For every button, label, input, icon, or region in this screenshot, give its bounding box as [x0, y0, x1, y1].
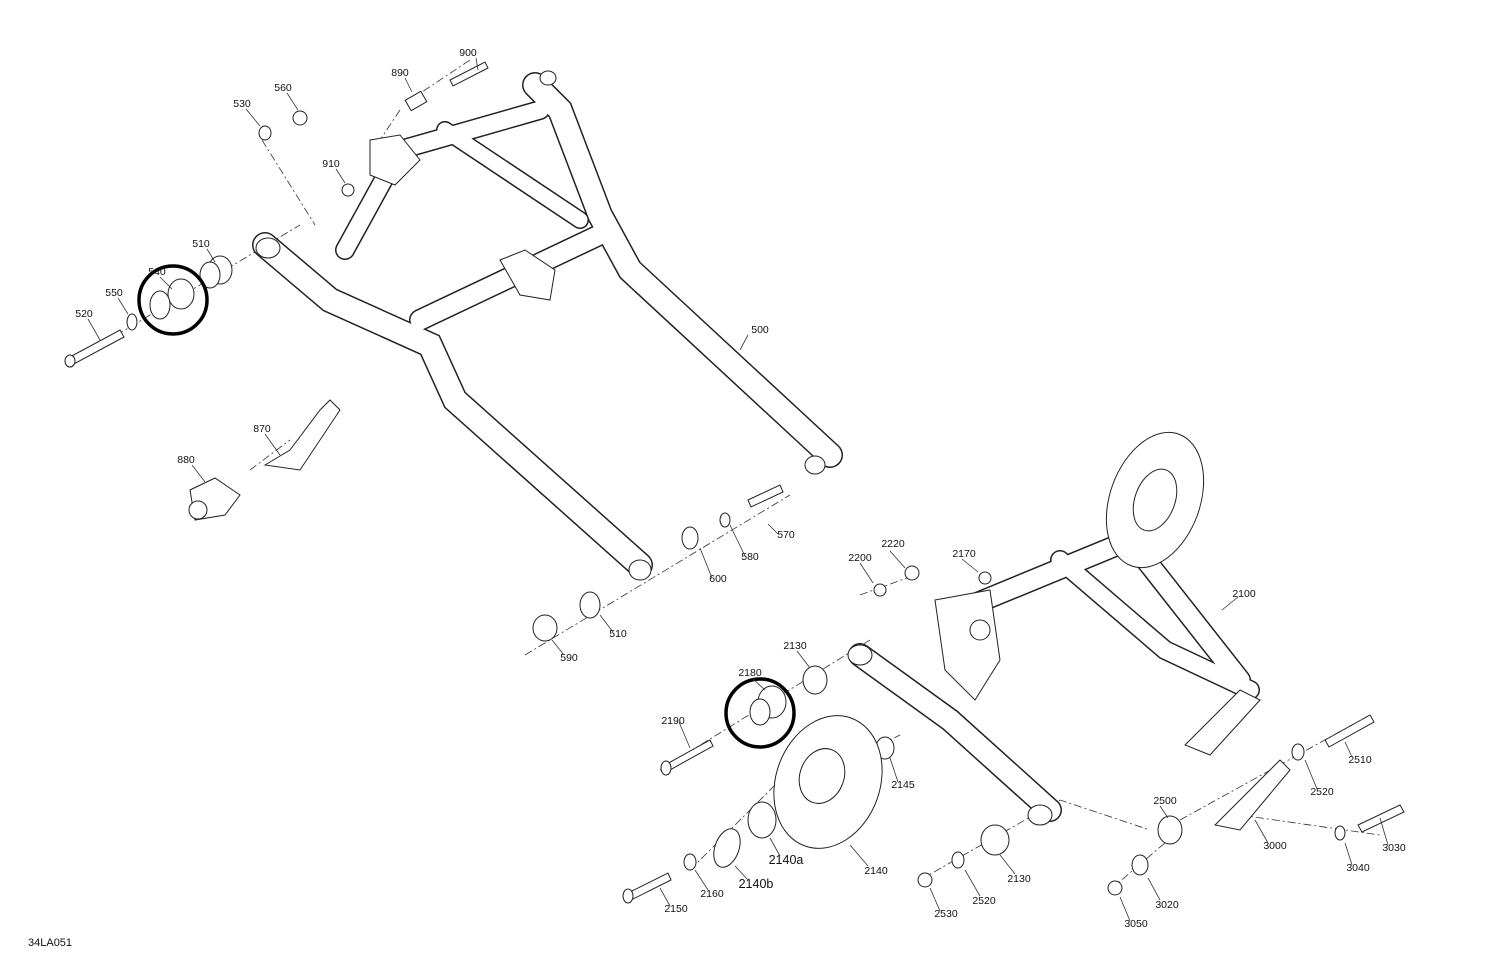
callout-3050: 3050 — [1124, 918, 1148, 930]
callout-3030: 3030 — [1382, 842, 1406, 854]
part-callouts: 900 890 560 530 910 510 540 550 520 500 … — [75, 47, 1406, 930]
highlight-circle-2180 — [724, 677, 796, 749]
callout-2145: 2145 — [891, 779, 915, 791]
callout-2180: 2180 — [738, 667, 762, 679]
hardware-parts — [64, 61, 1405, 904]
leader-lines — [87, 57, 1389, 922]
callout-600: 600 — [709, 573, 727, 585]
callout-560: 560 — [274, 82, 292, 94]
callout-910: 910 — [322, 158, 340, 170]
callout-2510: 2510 — [1348, 754, 1372, 766]
highlight-circle-540 — [137, 264, 209, 336]
callout-2130: 2130 — [783, 640, 807, 652]
callout-3020: 3020 — [1155, 899, 1179, 911]
callout-540: 540 — [148, 266, 166, 278]
drawing-reference-code: 34LA051 — [28, 937, 72, 949]
callout-890: 890 — [391, 67, 409, 79]
callout-2130-lower: 2130 — [1007, 873, 1031, 885]
callout-2140a: 2140a — [769, 853, 804, 867]
callout-530: 530 — [233, 98, 251, 110]
callout-510-lower: 510 — [609, 628, 627, 640]
callout-3000: 3000 — [1263, 840, 1287, 852]
callout-3040: 3040 — [1346, 862, 1370, 874]
callout-900: 900 — [459, 47, 477, 59]
callout-580: 580 — [741, 551, 759, 563]
callout-2190: 2190 — [661, 715, 685, 727]
upper-arm-500 — [252, 70, 843, 581]
callout-2170: 2170 — [952, 548, 976, 560]
callout-590: 590 — [560, 652, 578, 664]
callout-2160: 2160 — [700, 888, 724, 900]
callout-870: 870 — [253, 423, 271, 435]
callout-2200: 2200 — [848, 552, 872, 564]
rear-frame-2100 — [847, 431, 1261, 826]
callout-2530: 2530 — [934, 908, 958, 920]
callout-2520-lower: 2520 — [972, 895, 996, 907]
callout-880: 880 — [177, 454, 195, 466]
callout-2150: 2150 — [664, 903, 688, 915]
callout-2220: 2220 — [881, 538, 905, 550]
callout-2140: 2140 — [864, 865, 888, 877]
callout-2500: 2500 — [1153, 795, 1177, 807]
callout-2140b: 2140b — [739, 877, 774, 891]
callout-2100: 2100 — [1232, 588, 1256, 600]
callout-2520: 2520 — [1310, 786, 1334, 798]
callout-500: 500 — [751, 324, 769, 336]
callout-550: 550 — [105, 287, 123, 299]
callout-570: 570 — [777, 529, 795, 541]
callout-520: 520 — [75, 308, 93, 320]
callout-510: 510 — [192, 238, 210, 250]
